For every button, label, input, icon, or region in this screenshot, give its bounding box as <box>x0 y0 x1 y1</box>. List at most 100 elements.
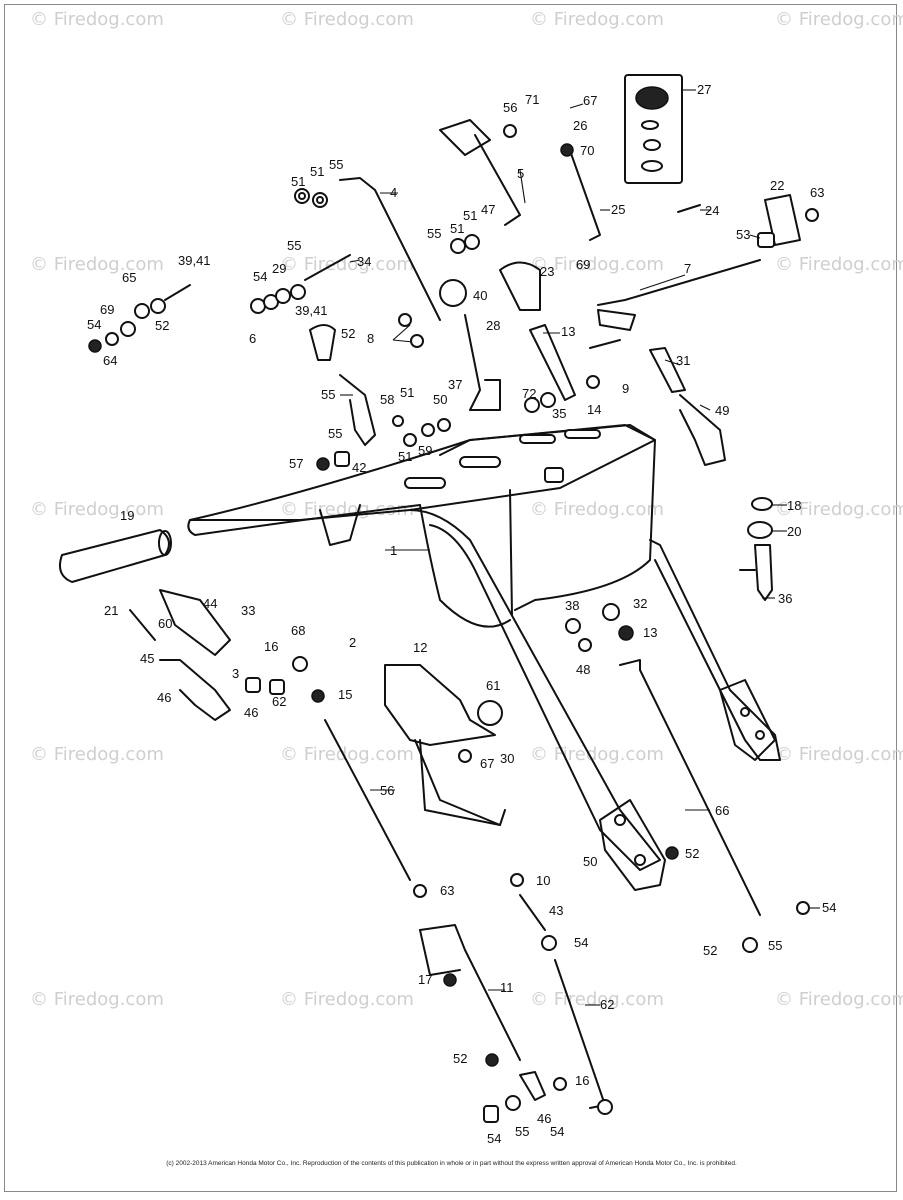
hand-grip <box>59 529 172 583</box>
callout-4: 4 <box>390 185 397 200</box>
callout-37: 58 <box>380 392 394 407</box>
watermark-text: © Firedog.com <box>775 9 903 30</box>
callout-70: 70 <box>580 143 594 158</box>
callout-27: 27 <box>697 82 711 97</box>
callout-55: 54 <box>550 1124 564 1139</box>
watermark-text: © Firedog.com <box>530 989 664 1010</box>
watermark-text: © Firedog.com <box>30 744 164 765</box>
callout-52: 16 <box>575 1073 589 1088</box>
callout-33: 48 <box>576 662 590 677</box>
callout-14: 49 <box>715 403 729 418</box>
watermark-text: © Firedog.com <box>775 254 903 275</box>
callout-55: 55 <box>329 157 343 172</box>
rods-and-levers <box>129 119 801 1109</box>
callout-16: 68 <box>291 623 305 638</box>
callout-46: 46 <box>244 705 258 720</box>
callout-24: 24 <box>705 203 719 218</box>
callout-34: 69 <box>576 257 590 272</box>
callout-54: 55 <box>515 1124 529 1139</box>
callout-54: 55 <box>768 938 782 953</box>
callout-69: 54 <box>87 317 101 332</box>
watermark-text: © Firedog.com <box>280 499 414 520</box>
callout-13: 31 <box>676 353 690 368</box>
callout-10: 43 <box>549 903 563 918</box>
callout-2: 12 <box>413 640 427 655</box>
callout-63: 63 <box>810 185 824 200</box>
callout-64: 8 <box>367 331 374 346</box>
watermark-text: © Firedog.com <box>775 989 903 1010</box>
watermark-text: © Firedog.com <box>30 989 164 1010</box>
callout-46: 62 <box>272 694 286 709</box>
callout-52: 17 <box>418 972 432 987</box>
callout-51: 51 <box>291 174 305 189</box>
callout-36: 38 <box>565 598 579 613</box>
callout-62: 52 <box>453 1051 467 1066</box>
watermark-text: © Firedog.com <box>530 9 664 30</box>
callout-54: 29 <box>272 261 286 276</box>
callout-17: 11 <box>500 980 514 995</box>
callout-59: 57 <box>289 456 303 471</box>
callout-60: 16 <box>264 639 278 654</box>
watermark-text: © Firedog.com <box>30 9 164 30</box>
watermark-text: © Firedog.com <box>530 499 664 520</box>
callout-62: 15 <box>338 687 352 702</box>
callout-29: 23 <box>540 264 554 279</box>
callout-49: 55 <box>328 426 342 441</box>
copyright-notice: (c) 2002-2013 American Honda Motor Co., … <box>166 1160 737 1167</box>
callout-31: 9 <box>622 381 629 396</box>
callout-52: 39,41 <box>295 303 328 318</box>
callout-7: 40 <box>473 288 487 303</box>
callout-57: 42 <box>352 460 366 475</box>
callout-51: 51 <box>450 221 464 236</box>
callout-12: 45 <box>140 651 154 666</box>
callout-3: 61 <box>486 678 500 693</box>
callout-54: 54 <box>253 269 267 284</box>
callout-55: 55 <box>287 238 301 253</box>
callout-66: 50 <box>583 854 597 869</box>
callout-61: 46 <box>157 690 171 705</box>
callout-6: 28 <box>486 318 500 333</box>
callout-50: 52 <box>685 846 699 861</box>
callout-51: 51 <box>463 208 477 223</box>
callout-23: 7 <box>684 261 691 276</box>
callout-20: 19 <box>120 508 134 523</box>
callout-53: 39,41 <box>178 253 211 268</box>
callout-47: 53 <box>736 227 750 242</box>
parts-box-27 <box>624 74 683 184</box>
callout-51: 51 <box>310 164 324 179</box>
watermark-text: © Firedog.com <box>280 254 414 275</box>
callout-55: 51 <box>398 449 412 464</box>
callout-52: 63 <box>440 883 454 898</box>
callout-44: 33 <box>241 603 255 618</box>
callout-35: 14 <box>587 402 601 417</box>
callout-46: 54 <box>487 1131 501 1146</box>
callout-labels: 27 56 71 67 26 70 5 4 51 51 55 22 63 25 … <box>87 82 836 1146</box>
leader-lines <box>340 89 820 1006</box>
callout-67: 67 <box>583 93 597 108</box>
callout-55: 55 <box>427 226 441 241</box>
callout-50: 72 <box>522 386 536 401</box>
callout-56: 67 <box>480 756 494 771</box>
callout-71: 71 <box>525 92 539 107</box>
callout-40: 52 <box>155 318 169 333</box>
callout-9: 55 <box>321 387 335 402</box>
callout-65: 34 <box>357 254 371 269</box>
callout-32: 13 <box>643 625 657 640</box>
watermark-text: © Firedog.com <box>280 744 414 765</box>
callout-55: 37 <box>448 377 462 392</box>
callout-38: 32 <box>633 596 647 611</box>
watermark-text: © Firedog.com <box>775 744 903 765</box>
callout-56: 56 <box>503 100 517 115</box>
callout-39-41-bottom: 64 <box>103 353 117 368</box>
callout-51: 59 <box>418 443 432 458</box>
watermark-text: © Firedog.com <box>280 989 414 1010</box>
watermark-text: © Firedog.com <box>530 254 664 275</box>
callout-18: 20 <box>787 524 801 539</box>
watermark-text: © Firedog.com <box>30 499 164 520</box>
watermark-layer: © Firedog.com © Firedog.com © Firedog.co… <box>30 9 903 1010</box>
callout-72: 35 <box>552 406 566 421</box>
callout-16: 46 <box>537 1111 551 1126</box>
callout-45: 3 <box>232 666 239 681</box>
callout-48: 60 <box>158 616 172 631</box>
